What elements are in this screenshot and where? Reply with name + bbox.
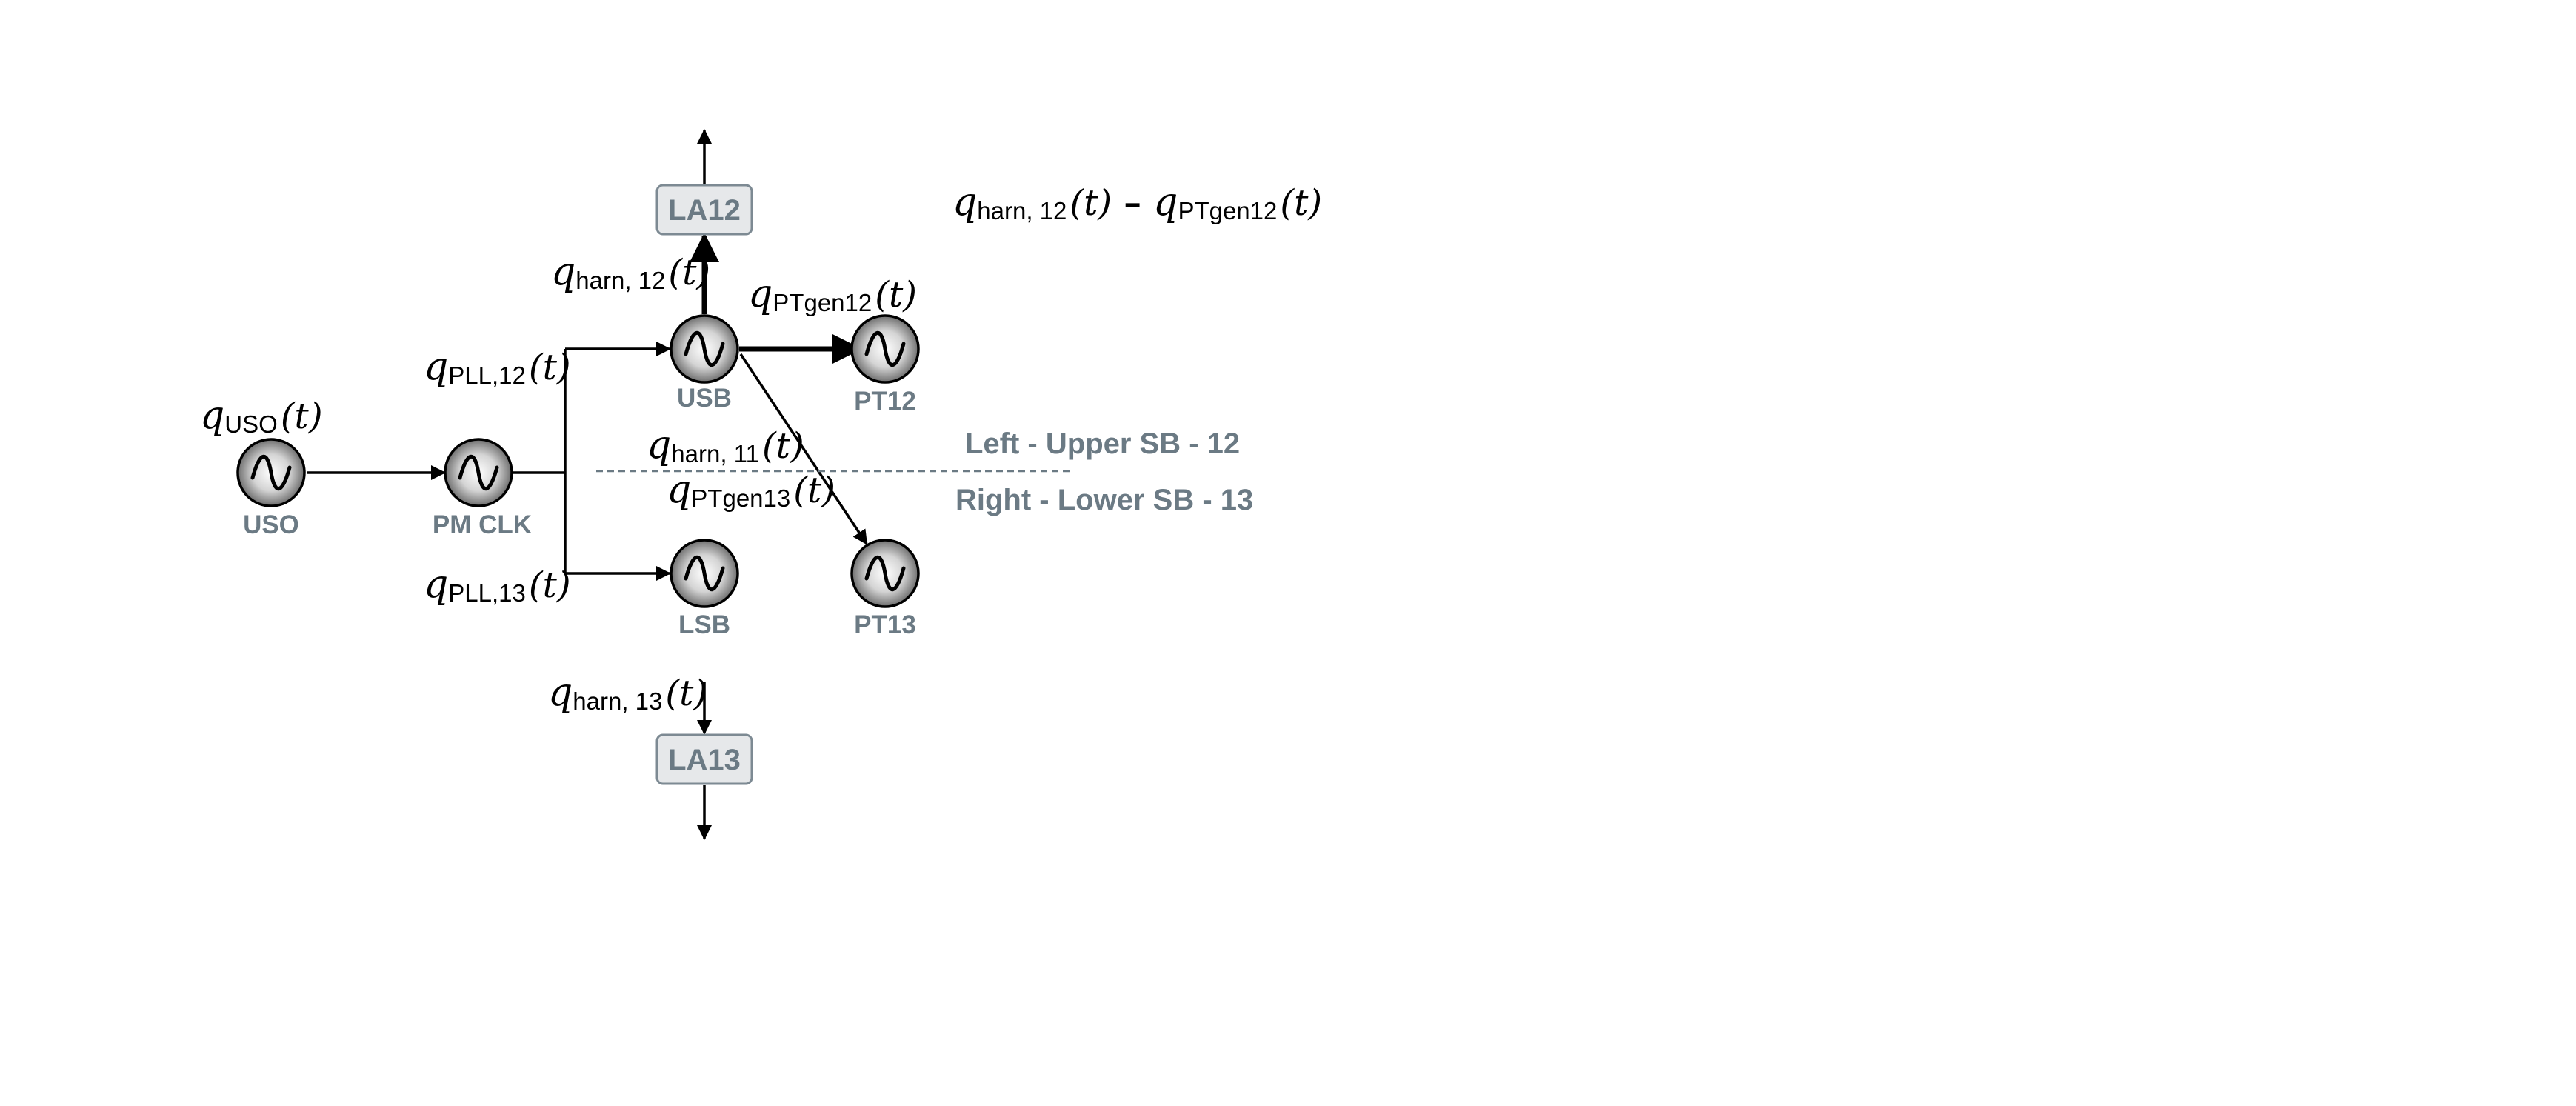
sine-wave-icon: [684, 330, 725, 367]
oscillator-pt12: PT12: [850, 314, 920, 416]
oscillator-uso: USO: [236, 438, 306, 539]
box-la13: LA13: [655, 733, 753, 785]
oscillator-lsb: LSB: [670, 539, 739, 639]
box-la13-rect: [655, 733, 753, 785]
node-label-pt13: PT13: [854, 610, 916, 639]
oscillator-pm-clk: PM CLK: [433, 438, 532, 539]
oscillator-usb: USB: [670, 314, 739, 413]
box-la12: LA12: [655, 184, 753, 236]
wire-usb-to-pt13: [739, 353, 868, 545]
signal-label-q-harn11: qharn, 11(t): [647, 423, 804, 467]
signal-label-q-uso: qUSO(t): [200, 393, 323, 438]
signal-label-q-ptgen13: qPTgen13(t): [667, 467, 835, 512]
sine-wave-icon: [864, 555, 906, 592]
region-label-lower: Right - Lower SB - 13: [955, 484, 1253, 516]
node-label-usb: USB: [677, 384, 732, 413]
oscillator-pt13: PT13: [850, 539, 920, 639]
node-label-lsb: LSB: [678, 610, 730, 639]
signal-label-q-pll13: qPLL,13(t): [424, 562, 571, 607]
sine-wave-icon: [684, 555, 725, 592]
signal-label-q-ptgen12: qPTgen12(t): [748, 272, 917, 316]
signal-label-q-harn13: qharn, 13(t): [548, 670, 707, 715]
signal-label-q-harn12: qharn, 12(t): [551, 250, 710, 294]
node-label-pm-clk: PM CLK: [433, 510, 532, 539]
box-la12-rect: [655, 184, 753, 236]
node-label-uso: USO: [243, 510, 299, 539]
sine-wave-icon: [250, 454, 292, 491]
sine-wave-icon: [458, 454, 499, 491]
signal-label-q-pll12: qPLL,12(t): [424, 344, 571, 389]
region-label-upper: Left - Upper SB - 12: [965, 427, 1240, 460]
box-label-la12: LA12: [668, 194, 741, 227]
equation-difference: qharn, 12(t)–qPTgen12(t): [952, 180, 1322, 224]
node-label-pt12: PT12: [854, 387, 916, 416]
box-label-la13: LA13: [668, 744, 741, 776]
sine-wave-icon: [864, 330, 906, 367]
